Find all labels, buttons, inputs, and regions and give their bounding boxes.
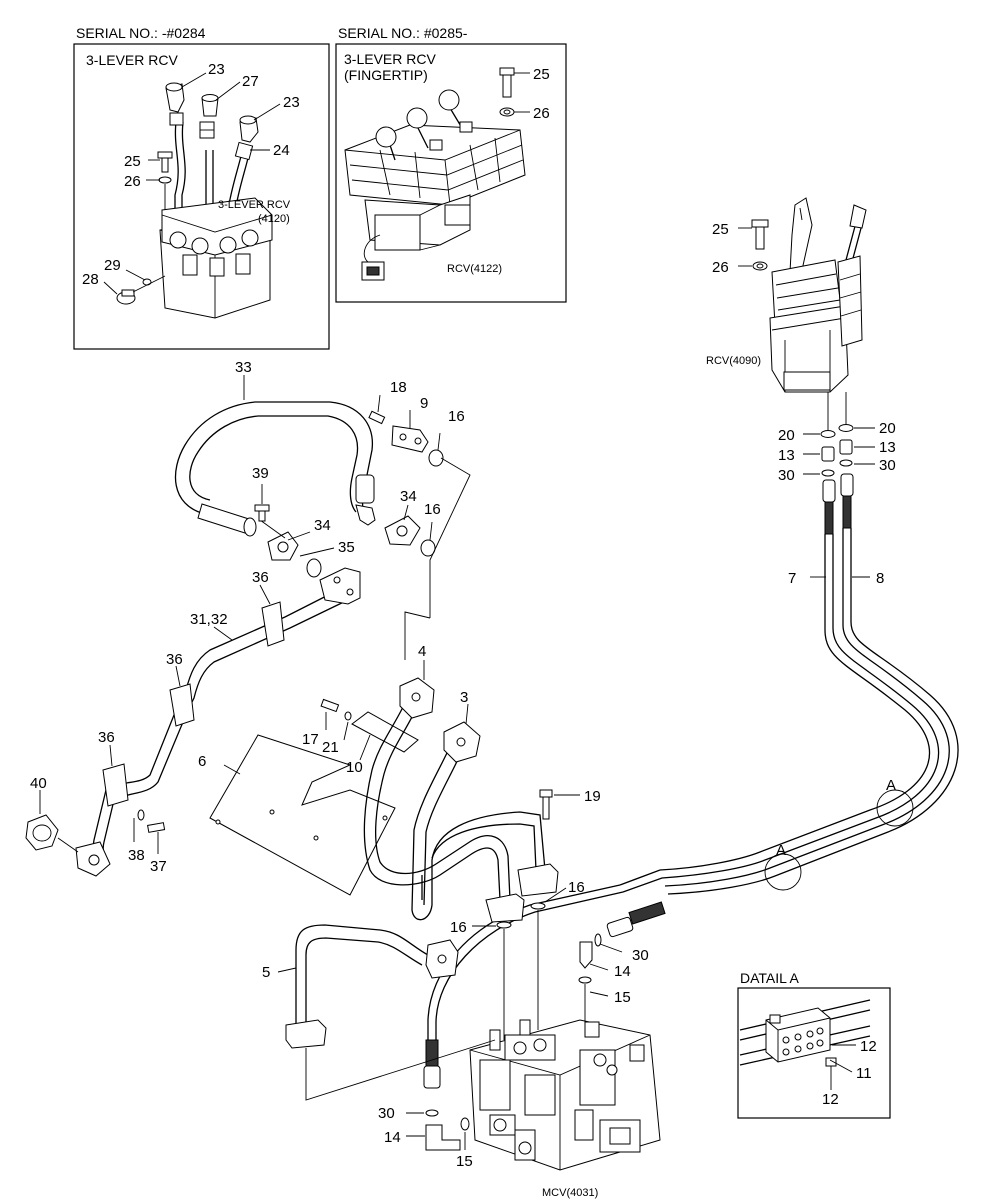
callout-17: 17 xyxy=(302,731,319,748)
callout-20: 20 xyxy=(879,420,896,437)
callout-5: 5 xyxy=(262,964,270,981)
pipe-33 xyxy=(174,375,376,578)
callout-34: 34 xyxy=(314,517,331,534)
callout-25: 25 xyxy=(712,221,729,238)
callout-14: 14 xyxy=(614,963,631,980)
callout-36: 36 xyxy=(252,569,269,586)
callout-26: 26 xyxy=(533,105,550,122)
callout-30: 30 xyxy=(879,457,896,474)
callout-34: 34 xyxy=(400,488,417,505)
callout-36: 36 xyxy=(166,651,183,668)
pipe-31-32 xyxy=(25,567,361,877)
callout-25: 25 xyxy=(533,66,550,83)
inset-box-rcv-4120: 3-LEVER RCV xyxy=(73,43,330,350)
callout-25: 25 xyxy=(124,153,141,170)
plate-6 xyxy=(209,734,396,896)
box1-title: 3-LEVER RCV xyxy=(86,52,178,68)
detail-a-title: DATAIL A xyxy=(740,970,800,986)
box2-title-line2: (FINGERTIP) xyxy=(344,67,428,83)
callout-8: 8 xyxy=(876,570,884,587)
section-a-label: A xyxy=(776,842,786,859)
callout-40: 40 xyxy=(30,775,47,792)
callout-3: 3 xyxy=(460,689,468,706)
callout-28: 28 xyxy=(82,271,99,288)
pipe-4 xyxy=(363,660,525,923)
callout-4: 4 xyxy=(418,643,426,660)
mcv-4031-valve: MCV(4031) xyxy=(469,1019,661,1199)
mcv-4031-label: MCV(4031) xyxy=(542,1187,598,1199)
hoses-7-8 xyxy=(619,528,959,895)
pipe-5 xyxy=(277,924,496,1101)
callout-30: 30 xyxy=(778,467,795,484)
callout-23: 23 xyxy=(208,61,225,78)
section-a-label: A xyxy=(886,777,896,794)
callout-10: 10 xyxy=(346,759,363,776)
callout-31-32: 31,32 xyxy=(190,611,228,628)
callout-30: 30 xyxy=(378,1105,395,1122)
callout-24: 24 xyxy=(273,142,290,159)
callout-29: 29 xyxy=(104,257,121,274)
box2-title-line1: 3-LEVER RCV xyxy=(344,51,436,67)
rcv-4120-label-line2: (4120) xyxy=(258,213,290,225)
callout-16: 16 xyxy=(424,501,441,518)
callout-7: 7 xyxy=(788,570,796,587)
rcv-4122-label: RCV(4122) xyxy=(447,263,502,275)
callout-35: 35 xyxy=(338,539,355,556)
callout-16: 16 xyxy=(448,408,465,425)
callout-16: 16 xyxy=(568,879,585,896)
detail-a-box: DATAIL A xyxy=(737,970,891,1119)
callout-21: 21 xyxy=(322,739,339,756)
callout-15: 15 xyxy=(614,989,631,1006)
flange-9-assembly xyxy=(368,394,471,660)
callout-39: 39 xyxy=(252,465,269,482)
callout-13: 13 xyxy=(879,439,896,456)
callout-12: 12 xyxy=(822,1091,839,1108)
callout-30: 30 xyxy=(632,947,649,964)
callout-11: 11 xyxy=(856,1065,872,1082)
rcv-4090-label: RCV(4090) xyxy=(706,355,761,367)
rcv-4120-label-line1: 3-LEVER RCV xyxy=(218,199,291,211)
callout-38: 38 xyxy=(128,847,145,864)
rcv-4090-joystick: RCV(4090) xyxy=(706,197,867,393)
callout-13: 13 xyxy=(778,447,795,464)
callout-23: 23 xyxy=(283,94,300,111)
callout-33: 33 xyxy=(235,359,252,376)
callout-19: 19 xyxy=(584,788,601,805)
rcv-4090-fittings xyxy=(803,392,875,535)
callout-26: 26 xyxy=(712,259,729,276)
callout-37: 37 xyxy=(150,858,167,875)
callout-16: 16 xyxy=(450,919,467,936)
callout-12: 12 xyxy=(860,1038,877,1055)
serial-left-header: SERIAL NO.: -#0284 xyxy=(76,25,206,41)
pipe-3 xyxy=(411,703,580,1040)
callout-26: 26 xyxy=(124,173,141,190)
callout-15: 15 xyxy=(456,1153,473,1170)
callout-18: 18 xyxy=(390,379,407,396)
callout-27: 27 xyxy=(242,73,259,90)
callout-9: 9 xyxy=(420,395,428,412)
inset-box-rcv-4122: 3-LEVER RCV (FINGERTIP) RCV(4122) xyxy=(335,43,567,303)
bracket-10 xyxy=(320,698,419,761)
callout-14: 14 xyxy=(384,1129,401,1146)
callout-36: 36 xyxy=(98,729,115,746)
serial-right-header: SERIAL NO.: #0285- xyxy=(338,25,468,41)
callout-20: 20 xyxy=(778,427,795,444)
callout-6: 6 xyxy=(198,753,206,770)
